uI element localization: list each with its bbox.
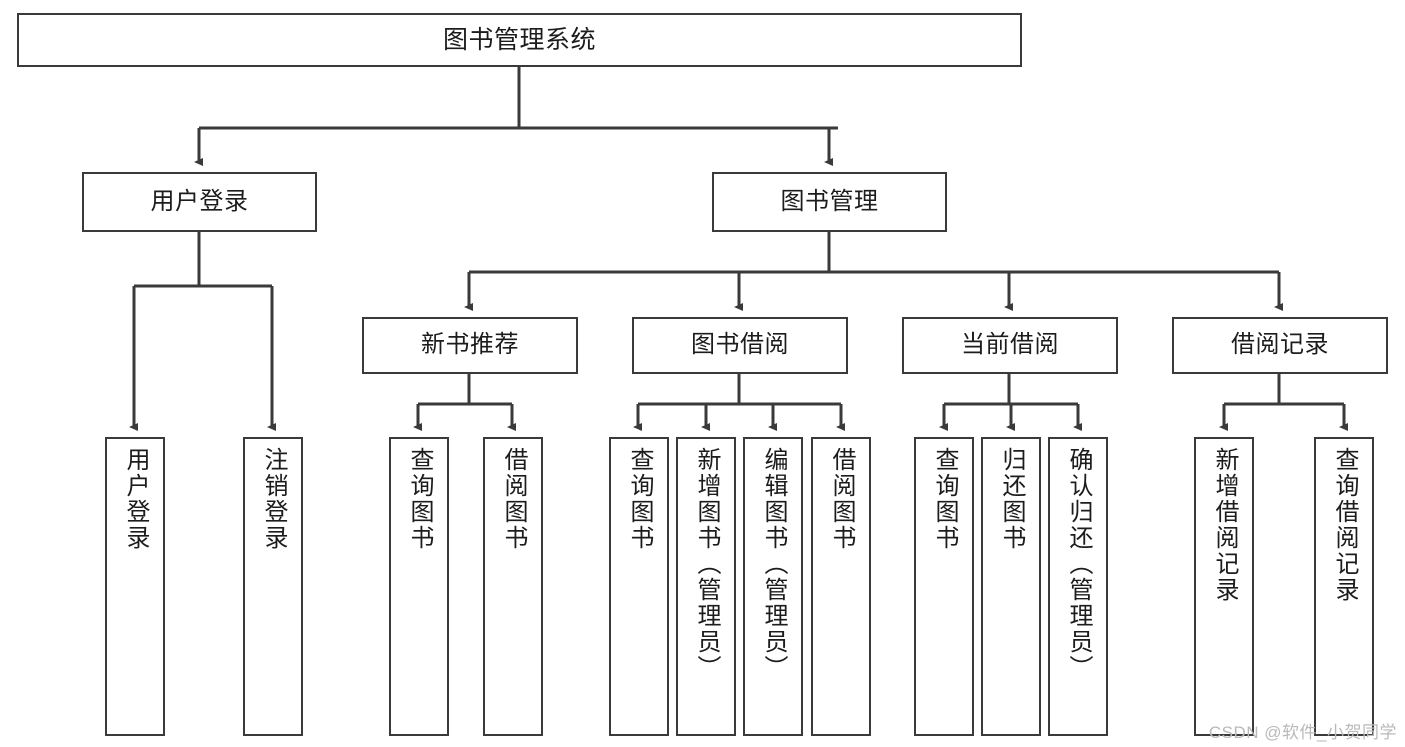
node-leaf-confirm-return[interactable]: 确认归还（管理员） [1048, 437, 1108, 736]
node-leaf-query-record-label: 查询借阅记录 [1331, 447, 1358, 603]
node-leaf-borrow-book-2-label: 借阅图书 [828, 447, 855, 551]
node-leaf-query-record[interactable]: 查询借阅记录 [1314, 437, 1374, 736]
node-leaf-add-record-label: 新增借阅记录 [1211, 447, 1238, 603]
node-leaf-borrow-book-1[interactable]: 借阅图书 [483, 437, 543, 736]
node-current-borrow-label: 当前借阅 [961, 331, 1059, 359]
node-leaf-user-login-label: 用户登录 [122, 447, 149, 551]
node-leaf-user-login[interactable]: 用户登录 [105, 437, 165, 736]
node-leaf-borrow-book-1-label: 借阅图书 [500, 447, 527, 551]
node-leaf-query-book-1[interactable]: 查询图书 [389, 437, 449, 736]
node-leaf-query-book-2[interactable]: 查询图书 [609, 437, 669, 736]
node-root-label: 图书管理系统 [442, 26, 596, 54]
node-new-book-recommend[interactable]: 新书推荐 [362, 317, 578, 374]
node-leaf-query-book-1-label: 查询图书 [406, 447, 433, 551]
node-book-borrow[interactable]: 图书借阅 [632, 317, 848, 374]
node-leaf-logout[interactable]: 注销登录 [243, 437, 303, 736]
node-leaf-borrow-book-2[interactable]: 借阅图书 [811, 437, 871, 736]
node-leaf-add-book-label: 新增图书（管理员） [693, 447, 720, 681]
watermark: CSDN @软件_小贺同学 [1208, 723, 1397, 742]
node-borrow-record[interactable]: 借阅记录 [1172, 317, 1388, 374]
node-user-login[interactable]: 用户登录 [82, 172, 317, 232]
node-leaf-edit-book[interactable]: 编辑图书（管理员） [743, 437, 803, 736]
node-user-login-label: 用户登录 [150, 187, 249, 215]
node-new-book-recommend-label: 新书推荐 [421, 331, 519, 359]
node-current-borrow[interactable]: 当前借阅 [902, 317, 1118, 374]
node-book-manage-label: 图书管理 [780, 187, 879, 215]
node-book-borrow-label: 图书借阅 [691, 331, 789, 359]
node-leaf-return-book-label: 归还图书 [998, 447, 1025, 551]
node-leaf-logout-label: 注销登录 [260, 447, 287, 551]
node-leaf-add-record[interactable]: 新增借阅记录 [1194, 437, 1254, 736]
node-leaf-edit-book-label: 编辑图书（管理员） [760, 447, 787, 681]
node-leaf-query-book-2-label: 查询图书 [626, 447, 653, 551]
node-leaf-query-book-3[interactable]: 查询图书 [914, 437, 974, 736]
node-leaf-return-book[interactable]: 归还图书 [981, 437, 1041, 736]
node-root[interactable]: 图书管理系统 [17, 13, 1022, 67]
node-leaf-confirm-return-label: 确认归还（管理员） [1065, 447, 1092, 681]
node-book-manage[interactable]: 图书管理 [712, 172, 947, 232]
node-leaf-add-book[interactable]: 新增图书（管理员） [676, 437, 736, 736]
node-leaf-query-book-3-label: 查询图书 [931, 447, 958, 551]
node-borrow-record-label: 借阅记录 [1231, 331, 1329, 359]
